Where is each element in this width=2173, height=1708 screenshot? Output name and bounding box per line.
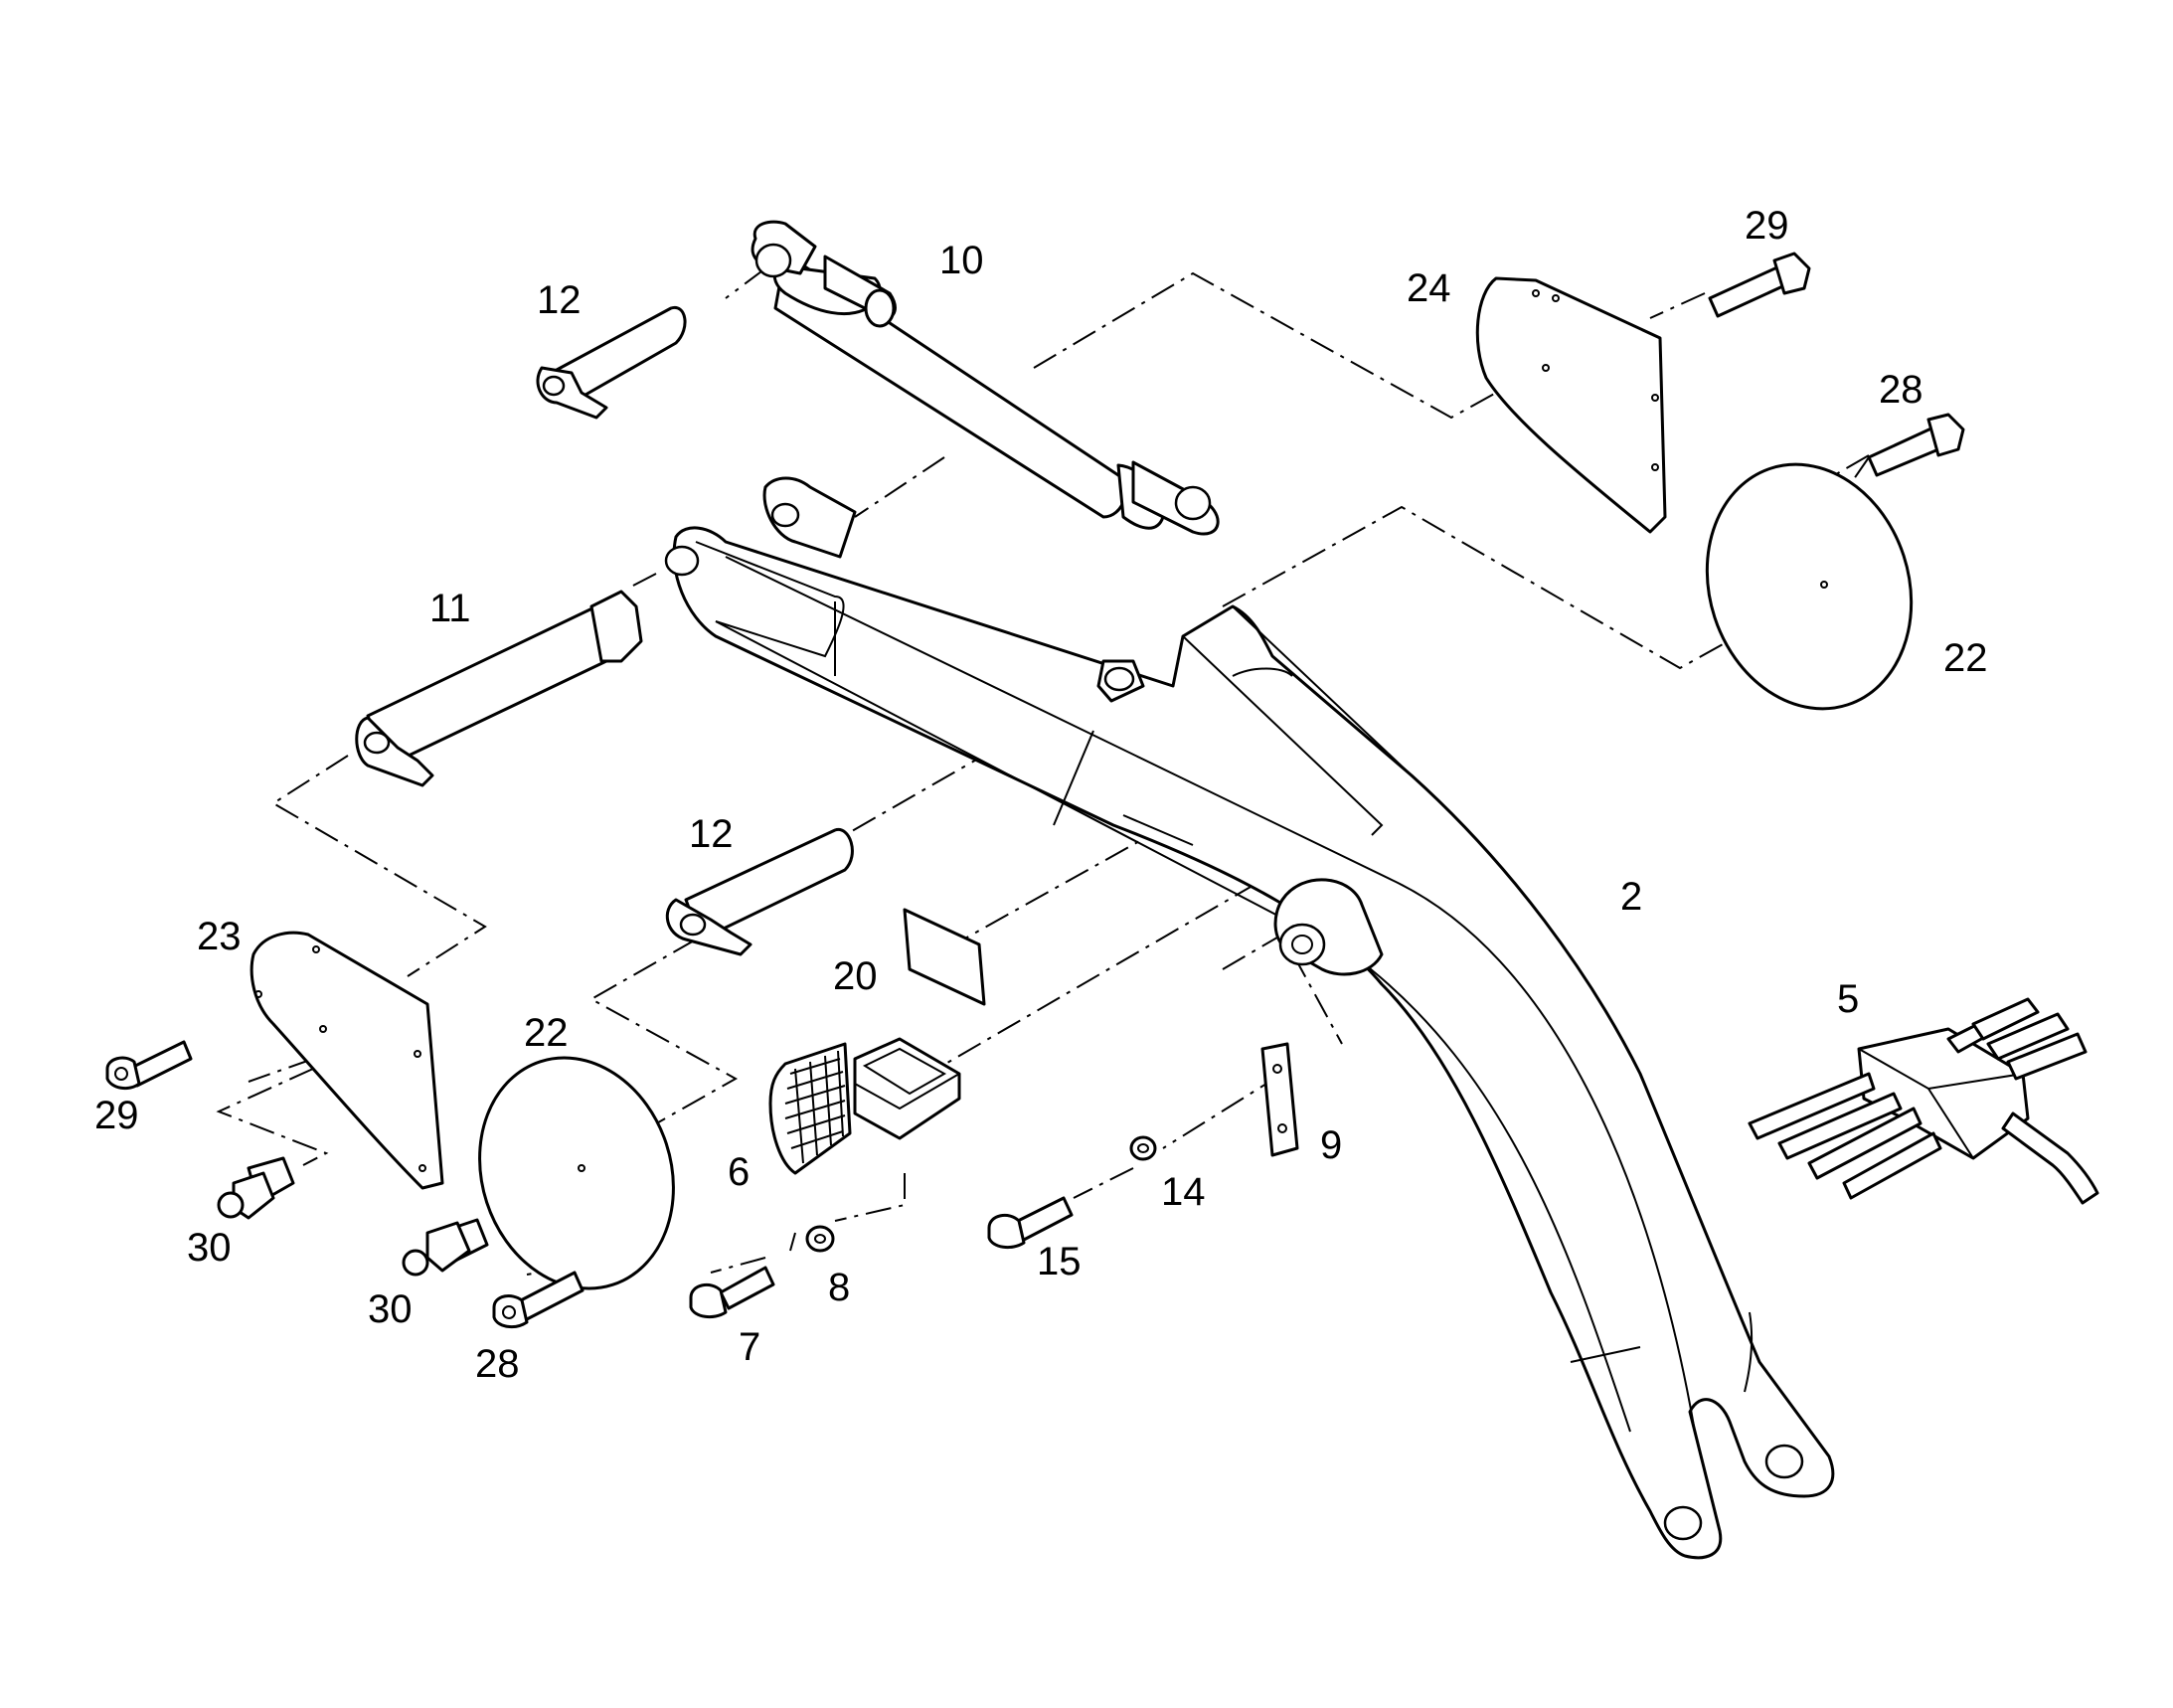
label-plate-20 (903, 908, 986, 1006)
boom-arm (664, 476, 1835, 1560)
callout-12-upper: 12 (537, 278, 582, 322)
callout-6: 6 (728, 1150, 750, 1194)
cover-plate-23 (250, 931, 444, 1190)
callout-2: 2 (1620, 875, 1642, 919)
callout-20: 20 (833, 954, 878, 998)
grease-nipple-30-mid (402, 1218, 489, 1277)
callout-labels: 12 10 24 29 28 22 11 12 2 5 23 22 20 6 9… (94, 204, 1988, 1386)
callout-22-lower: 22 (524, 1011, 569, 1055)
callout-5: 5 (1837, 977, 1859, 1021)
callout-28-top: 28 (1879, 368, 1923, 412)
callout-9: 9 (1320, 1123, 1342, 1167)
round-cover-22-top (1705, 462, 1914, 711)
callout-7: 7 (739, 1325, 760, 1369)
cover-plate-24 (1475, 276, 1667, 534)
callout-22-top: 22 (1943, 636, 1988, 680)
valve-block-5 (1748, 997, 2099, 1205)
callout-15: 15 (1037, 1240, 1082, 1283)
bolt-28-lower (492, 1271, 585, 1329)
callout-8: 8 (828, 1266, 850, 1309)
pin-upper (536, 305, 687, 420)
step-grille-6 (768, 1042, 852, 1175)
callout-28-lower: 28 (475, 1342, 520, 1386)
round-cover-22-lower (478, 1056, 675, 1290)
callout-24: 24 (1407, 266, 1451, 310)
bolt-28-top (1867, 413, 1965, 477)
plate-9 (1260, 1042, 1299, 1157)
step-holder (853, 1037, 961, 1140)
bolt-7 (689, 1266, 775, 1319)
callout-30-mid: 30 (368, 1287, 413, 1331)
washer-14 (1129, 1135, 1157, 1161)
grease-nipple-30-left (217, 1156, 295, 1220)
callout-30-left: 30 (187, 1226, 232, 1270)
pin-lower (665, 828, 854, 956)
bolt-29-top (1708, 252, 1811, 318)
hydraulic-cylinder (751, 220, 1220, 536)
pin-long (355, 590, 643, 787)
callout-12-lower: 12 (689, 812, 734, 856)
bolt-29-left (105, 1040, 193, 1091)
callout-23: 23 (197, 915, 242, 958)
callout-14: 14 (1161, 1170, 1206, 1214)
washer-8 (805, 1225, 835, 1253)
callout-11: 11 (429, 587, 471, 630)
callout-10: 10 (939, 239, 984, 282)
bolt-15 (987, 1196, 1074, 1250)
callout-29-left: 29 (94, 1094, 139, 1137)
callout-29-top: 29 (1745, 204, 1789, 248)
